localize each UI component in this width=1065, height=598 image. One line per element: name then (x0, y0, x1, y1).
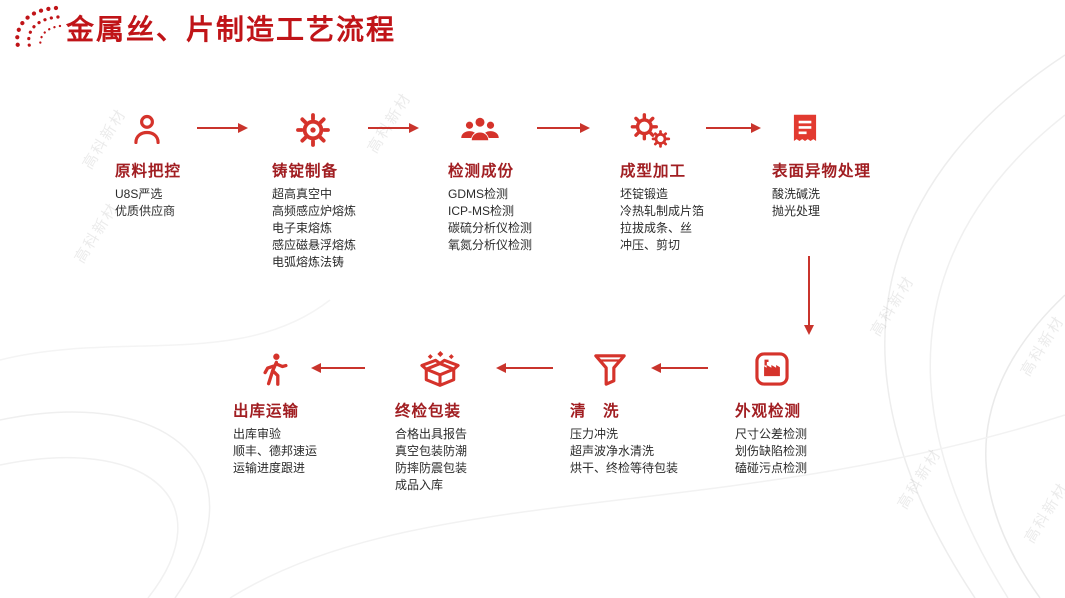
step-item: 氧氮分析仪检测 (448, 238, 533, 252)
person-icon (134, 114, 160, 145)
flow-arrow-right (537, 127, 581, 130)
step-item: 划伤缺陷检测 (735, 444, 808, 458)
step-item: 顺丰、德邦速运 (233, 444, 318, 458)
step-item: 成品入库 (395, 478, 444, 492)
step-item: 合格出具报告 (395, 427, 468, 441)
flow-arrow-left (660, 367, 708, 370)
step-item: 酸洗碱洗 (772, 187, 821, 201)
step-item: 电弧熔炼法铸 (272, 255, 345, 269)
step-item: 坯锭锻造 (620, 187, 669, 201)
step-surface-treatment: 表面异物处理 酸洗碱洗 抛光处理 (772, 110, 897, 220)
step-heading: 表面异物处理 (772, 163, 872, 180)
inspection-icon (755, 352, 789, 386)
page-title: 金属丝、片制造工艺流程 (66, 13, 397, 46)
flow-arrow-right (197, 127, 239, 130)
step-item-list: 酸洗碱洗 抛光处理 (772, 186, 897, 220)
step-heading: 清 洗 (570, 403, 620, 420)
step-item: 压力冲洗 (570, 427, 619, 441)
walking-person-icon (263, 353, 288, 386)
flow-arrow-left (320, 367, 365, 370)
step-item: 碳硫分析仪检测 (448, 221, 533, 235)
step-item-list: U8S严选 优质供应商 (115, 186, 235, 220)
step-heading: 外观检测 (735, 403, 802, 420)
step-item: 防摔防震包装 (395, 461, 468, 475)
step-item-list: 出库审验 顺丰、德邦速运 运输进度跟进 (233, 426, 353, 477)
step-item: 拉拔成条、丝 (620, 221, 693, 235)
step-item: 尺寸公差检测 (735, 427, 808, 441)
step-item: 烘干、终检等待包装 (570, 461, 679, 475)
step-item-list: 超高真空中 高频感应炉熔炼 电子束熔炼 感应磁悬浮熔炼 电弧熔炼法铸 (272, 186, 402, 271)
step-heading: 成型加工 (620, 163, 687, 180)
receipt-icon (793, 114, 817, 142)
flow-arrow-right (368, 127, 410, 130)
step-outbound-transport: 出库运输 出库审验 顺丰、德邦速运 运输进度跟进 (233, 350, 353, 477)
flow-arrow-right (706, 127, 752, 130)
step-heading: 终检包装 (395, 403, 462, 420)
step-item: 超高真空中 (272, 187, 333, 201)
gears-icon (630, 113, 671, 148)
step-item: 运输进度跟进 (233, 461, 306, 475)
step-heading: 检测成份 (448, 163, 515, 180)
step-heading: 原料把控 (115, 163, 182, 180)
step-heading: 铸锭制备 (272, 163, 339, 180)
step-item: 冷热轧制成片箔 (620, 204, 705, 218)
funnel-icon (594, 354, 626, 386)
step-composition-testing: 检测成份 GDMS检测 ICP-MS检测 碳硫分析仪检测 氧氮分析仪检测 (448, 110, 578, 254)
step-appearance-inspection: 外观检测 尺寸公差检测 划伤缺陷检测 磕碰污点检测 (735, 350, 857, 477)
step-item-list: 尺寸公差检测 划伤缺陷检测 磕碰污点检测 (735, 426, 857, 477)
step-ingot-preparation: 铸锭制备 超高真空中 高频感应炉熔炼 电子束熔炼 感应磁悬浮熔炼 电弧熔炼法铸 (272, 110, 402, 271)
step-item: 感应磁悬浮熔炼 (272, 238, 357, 252)
step-item-list: GDMS检测 ICP-MS检测 碳硫分析仪检测 氧氮分析仪检测 (448, 186, 578, 254)
step-item-list: 坯锭锻造 冷热轧制成片箔 拉拔成条、丝 冲压、剪切 (620, 186, 745, 254)
step-forming-processing: 成型加工 坯锭锻造 冷热轧制成片箔 拉拔成条、丝 冲压、剪切 (620, 110, 745, 254)
step-item: 高频感应炉熔炼 (272, 204, 357, 218)
step-item: U8S严选 (115, 187, 163, 201)
step-item: 超声波净水清洗 (570, 444, 655, 458)
step-item-list: 合格出具报告 真空包装防潮 防摔防震包装 成品入库 (395, 426, 523, 494)
flow-arrow-left (505, 367, 553, 370)
step-heading: 出库运输 (233, 403, 300, 420)
step-cleaning: 清 洗 压力冲洗 超声波净水清洗 烘干、终检等待包装 (570, 350, 682, 477)
step-item: 抛光处理 (772, 204, 821, 218)
dotted-swirl-decoration (15, 5, 62, 53)
step-item: 出库审验 (233, 427, 282, 441)
step-item: 电子束熔炼 (272, 221, 333, 235)
package-icon (420, 351, 460, 387)
step-item: 磕碰污点检测 (735, 461, 808, 475)
step-item: 真空包装防潮 (395, 444, 468, 458)
step-item: ICP-MS检测 (448, 204, 515, 218)
flow-arrow-down (808, 256, 811, 326)
step-item-list: 压力冲洗 超声波净水清洗 烘干、终检等待包装 (570, 426, 682, 477)
step-item: 优质供应商 (115, 204, 176, 218)
team-icon (461, 117, 499, 141)
step-item: 冲压、剪切 (620, 238, 681, 252)
step-final-packaging: 终检包装 合格出具报告 真空包装防潮 防摔防震包装 成品入库 (395, 350, 523, 494)
gear-icon (296, 113, 330, 147)
step-item: GDMS检测 (448, 187, 509, 201)
step-raw-material-control: 原料把控 U8S严选 优质供应商 (115, 110, 235, 220)
